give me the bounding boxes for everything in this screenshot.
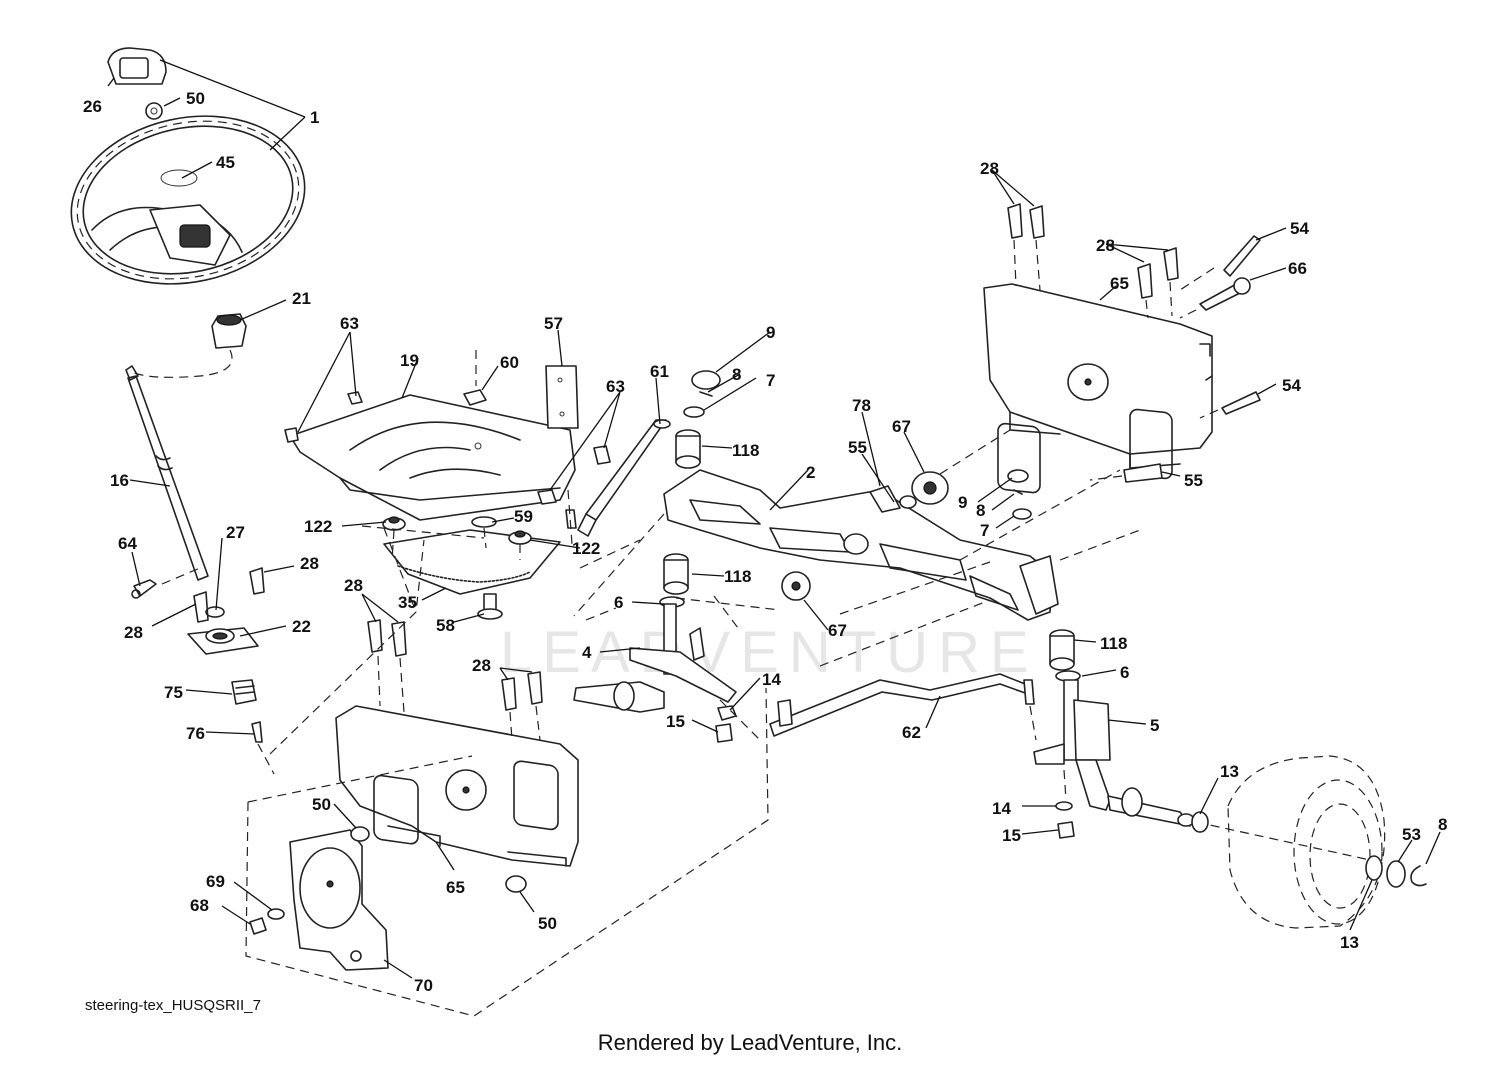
callout-28: 28: [980, 159, 999, 178]
callout-15: 15: [666, 712, 685, 731]
spindle-left: [573, 553, 811, 743]
callout-54: 54: [1290, 219, 1309, 238]
callout-63: 63: [606, 377, 625, 396]
watermark: LEADVENTURE: [500, 620, 1039, 685]
leader-lines: [107, 59, 1441, 979]
callout-13: 13: [1340, 933, 1359, 952]
callout-16: 16: [110, 471, 129, 490]
callout-4: 4: [582, 643, 592, 662]
callout-66: 66: [1288, 259, 1307, 278]
callout-1: 1: [310, 108, 319, 127]
callout-50: 50: [312, 795, 331, 814]
callout-78: 78: [852, 396, 871, 415]
steering-shaft-assembly: [125, 313, 275, 775]
callout-57: 57: [544, 314, 563, 333]
callout-28: 28: [1096, 236, 1115, 255]
callout-22: 22: [292, 617, 311, 636]
callout-65: 65: [446, 878, 465, 897]
callout-8: 8: [732, 365, 741, 384]
steering-plate: [284, 350, 611, 545]
callout-35: 35: [398, 593, 417, 612]
callout-67: 67: [828, 621, 847, 640]
callout-68: 68: [190, 896, 209, 915]
callout-5: 5: [1150, 716, 1159, 735]
callout-65: 65: [1110, 274, 1129, 293]
callout-122: 122: [572, 539, 600, 558]
steering-wheel: [70, 47, 306, 285]
callout-8: 8: [976, 501, 985, 520]
callout-118: 118: [732, 441, 759, 460]
spindle-right: [769, 629, 1195, 839]
callout-7: 7: [980, 521, 989, 540]
callout-6: 6: [614, 593, 623, 612]
callout-58: 58: [436, 616, 455, 635]
callout-64: 64: [118, 534, 137, 553]
callout-9: 9: [766, 323, 775, 342]
callout-76: 76: [186, 724, 205, 743]
callout-62: 62: [902, 723, 921, 742]
callout-14: 14: [762, 670, 781, 689]
callout-59: 59: [514, 507, 533, 526]
callout-50: 50: [186, 89, 205, 108]
callout-28: 28: [124, 623, 143, 642]
callout-28: 28: [472, 656, 491, 675]
callout-67: 67: [892, 417, 911, 436]
drag-link: [577, 419, 671, 537]
callout-13: 13: [1220, 762, 1239, 781]
front-axle: [663, 370, 1059, 621]
callout-19: 19: [400, 351, 419, 370]
callout-14: 14: [992, 799, 1011, 818]
callout-9: 9: [958, 493, 967, 512]
support-plate-left: [245, 619, 769, 1017]
callout-15: 15: [1002, 826, 1021, 845]
callouts: 1 26 50 45 21 16 64 27 28 28 22 75 76 63…: [83, 89, 1447, 995]
assembly-lines: [161, 429, 1141, 755]
diagram-reference-code: steering-tex_HUSQSRII_7: [85, 997, 261, 1014]
callout-118: 118: [724, 567, 751, 586]
callout-50: 50: [538, 914, 557, 933]
front-wheel: [1191, 755, 1427, 929]
callout-45: 45: [216, 153, 235, 172]
callout-54: 54: [1282, 376, 1301, 395]
callout-55: 55: [848, 438, 867, 457]
callout-8: 8: [1438, 815, 1447, 834]
callout-28: 28: [344, 576, 363, 595]
callout-6: 6: [1120, 663, 1129, 682]
callout-75: 75: [164, 683, 183, 702]
callout-60: 60: [500, 353, 519, 372]
callout-63: 63: [340, 314, 359, 333]
callout-118: 118: [1100, 634, 1127, 653]
callout-27: 27: [226, 523, 245, 542]
sector-gear: [382, 516, 561, 620]
callout-69: 69: [206, 872, 225, 891]
support-plate-right: [983, 203, 1261, 494]
callout-2: 2: [806, 463, 815, 482]
render-credit: Rendered by LeadVenture, Inc.: [597, 1030, 903, 1055]
callout-7: 7: [766, 371, 775, 390]
callout-122: 122: [304, 517, 332, 536]
callout-61: 61: [650, 362, 669, 381]
callout-55: 55: [1184, 471, 1203, 490]
callout-21: 21: [292, 289, 311, 308]
callout-70: 70: [414, 976, 433, 995]
callout-26: 26: [83, 97, 102, 116]
callout-53: 53: [1402, 825, 1421, 844]
callout-28: 28: [300, 554, 319, 573]
